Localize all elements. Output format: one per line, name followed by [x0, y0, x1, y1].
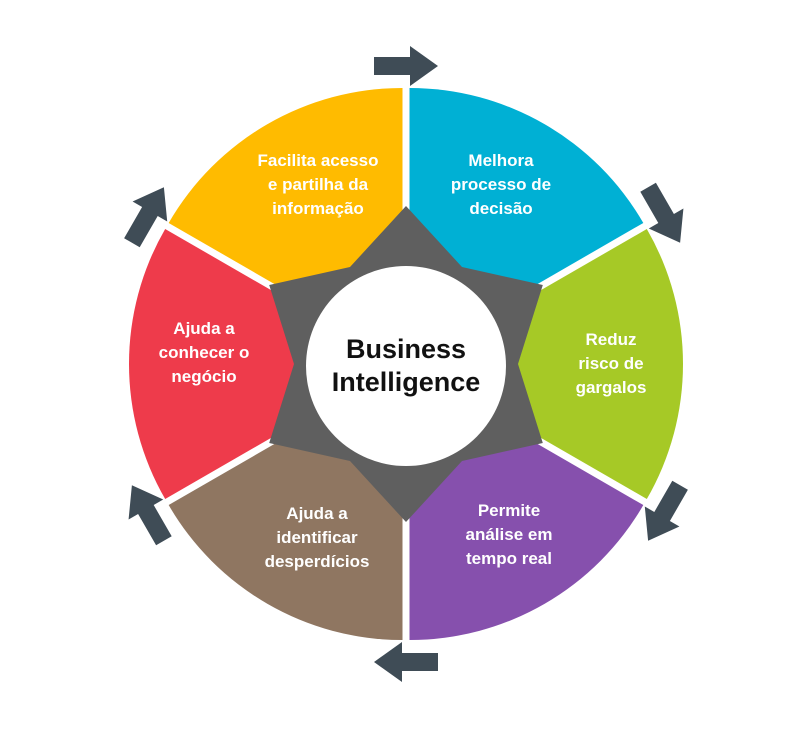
segment-label-melhora-decisao: Melhora processo de decisão: [450, 151, 552, 218]
segment-label-reduz-gargalos: Reduz risco de gargalos: [575, 330, 647, 397]
segment-label-facilita-acesso: Facilita acesso e partilha da informação: [257, 151, 379, 218]
flow-arrow-icon: [374, 46, 438, 86]
flow-arrow-icon: [124, 187, 168, 248]
segment-label-analise-tempo-real: Permite análise em tempo real: [465, 501, 553, 568]
flow-arrow-icon: [374, 642, 438, 682]
segment-reduz-gargalos: [413, 229, 683, 499]
segment-label-conhecer-negocio: Ajuda a conhecer o negócio: [158, 319, 250, 386]
center-circle: [306, 266, 506, 466]
flow-arrow-icon: [644, 480, 688, 541]
flow-arrow-icon: [640, 182, 684, 243]
flow-arrow-icon: [128, 485, 172, 546]
center-title: Business Intelligence: [331, 334, 481, 397]
segment-label-identificar-desperdicios: Ajuda a identificar desperdícios: [264, 504, 370, 571]
segment-conhecer-negocio: [129, 229, 399, 499]
arrows-layer: [124, 46, 688, 682]
